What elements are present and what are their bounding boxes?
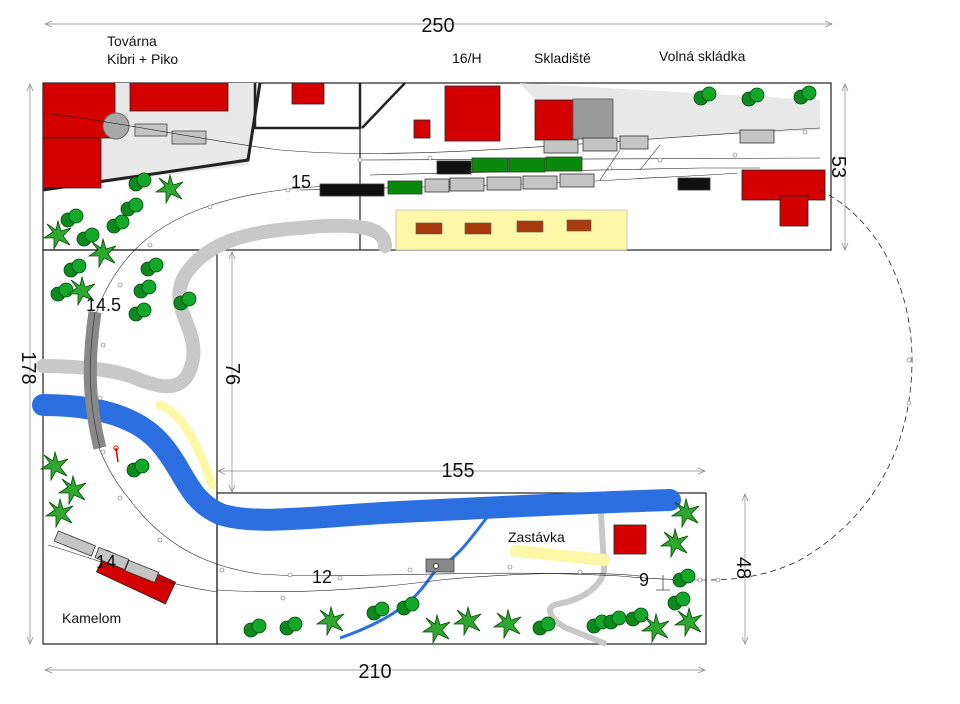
river: [32, 394, 681, 640]
label-16h: 16/H: [452, 50, 482, 66]
bridge: [425, 558, 455, 573]
dim-inner-vertical: 76: [221, 363, 243, 385]
warehouse-building: [534, 99, 576, 141]
dim-inner-horizontal: 155: [441, 460, 474, 482]
factory-building: [42, 137, 102, 189]
halt-platform: [510, 545, 610, 566]
halt-building: [613, 524, 647, 555]
label-halt: Zastávka: [508, 529, 565, 545]
viaduct: [83, 311, 107, 450]
station-building: [741, 169, 826, 201]
dim-top: 250: [421, 15, 454, 37]
wagon: [171, 130, 207, 145]
wagon: [134, 123, 168, 137]
small-building: [291, 82, 325, 105]
radius-15: 15: [291, 172, 311, 192]
roads: [36, 218, 608, 646]
rolling-stock: [53, 129, 775, 584]
dim-right-top: 53: [827, 156, 849, 178]
dimension-lines: [30, 24, 845, 670]
label-warehouse: Skladiště: [534, 50, 591, 66]
turnout-markers: [97, 129, 808, 601]
label-open-storage: Volná skládka: [659, 48, 746, 64]
dim-bottom: 210: [358, 661, 391, 683]
label-factory-brands: Kibri + Piko: [107, 51, 178, 67]
hidden-track: [705, 189, 913, 581]
radius-14-5: 14.5: [86, 295, 121, 315]
label-quarry: Kamelom: [62, 610, 121, 626]
dim-left: 178: [17, 351, 39, 384]
warehouse-shed: [572, 98, 614, 140]
factory-yard: [42, 82, 262, 192]
radius-12: 12: [312, 567, 332, 587]
radius-9: 9: [639, 570, 649, 590]
factory-building: [129, 82, 229, 112]
label-factory: Továrna: [107, 33, 157, 49]
dim-right-bottom: 48: [732, 557, 754, 579]
signal: [113, 445, 119, 463]
radius-14: 14: [96, 552, 116, 572]
turntable: [102, 112, 130, 140]
building-16h: [444, 85, 501, 142]
